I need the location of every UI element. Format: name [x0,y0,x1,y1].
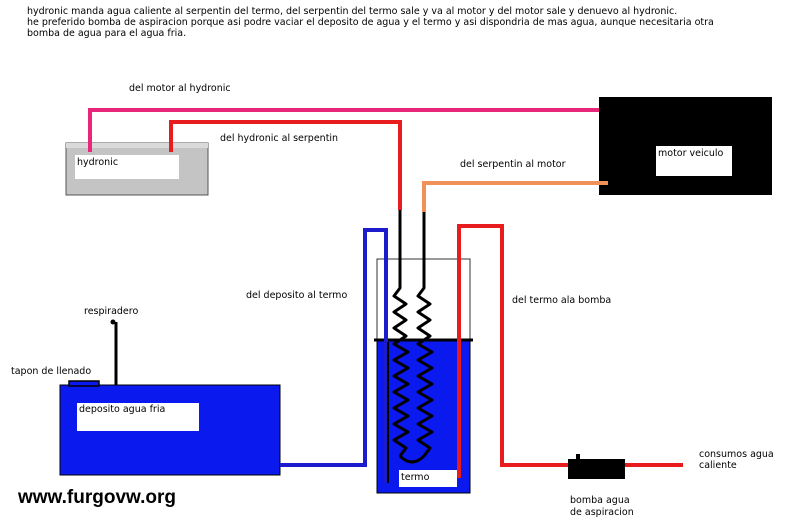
pump-label-line-1: bomba agua [570,495,630,506]
pipe-label-tank-to-boiler: del deposito al termo [246,290,347,301]
description-text: hydronic manda agua caliente al serpenti… [27,6,787,39]
pipe-tank-to-boiler [280,228,388,483]
pipe-label-coil-to-motor: del serpentin al motor [460,159,566,170]
tank-label-box [77,403,199,431]
description-line-3: bomba de agua para el agua fria. [27,28,187,39]
engine-label-box [656,146,732,176]
boiler-label: termo [401,472,430,483]
pipe-motor-to-hydronic [88,108,599,152]
pipe-label-motor-to-hydronic: del motor al hydronic [129,83,231,94]
hydronic-label: hydronic [77,157,118,168]
pump-label-line-2: de aspiracion [570,507,634,518]
pipe-coil-to-motor [422,181,608,212]
fill-cap [68,380,100,387]
description-line-1: hydronic manda agua caliente al serpenti… [27,6,678,17]
suction-pump [568,459,625,479]
boiler-label-box [399,470,457,487]
tank-label: deposito agua fria [79,404,165,415]
description-line-2: he preferido bomba de aspiracion porque … [27,17,714,28]
pipe-boiler-to-pump [457,224,568,478]
coil-inlet-leg [392,210,410,457]
hydronic-label-box [75,155,179,179]
coil-bottom-bend [398,454,426,464]
outlet-label-line-1: consumos agua [699,449,774,460]
hydronic-top-edge [66,143,208,148]
breather-label: respiradero [84,306,138,317]
coil-outlet-leg [416,212,434,457]
fill-cap-label: tapon de llenado [11,366,91,377]
engine-label: motor veiculo [658,148,724,159]
watermark-text: www.furgovw.org [17,487,176,508]
pipe-hydronic-to-coil [169,120,402,210]
outlet-label-line-2: caliente [699,460,737,471]
pump-terminal [576,454,580,460]
pipe-label-boiler-to-pump: del termo ala bomba [512,295,611,306]
pipe-label-hydronic-to-coil: del hydronic al serpentin [220,133,338,144]
breather-cap [110,319,116,325]
